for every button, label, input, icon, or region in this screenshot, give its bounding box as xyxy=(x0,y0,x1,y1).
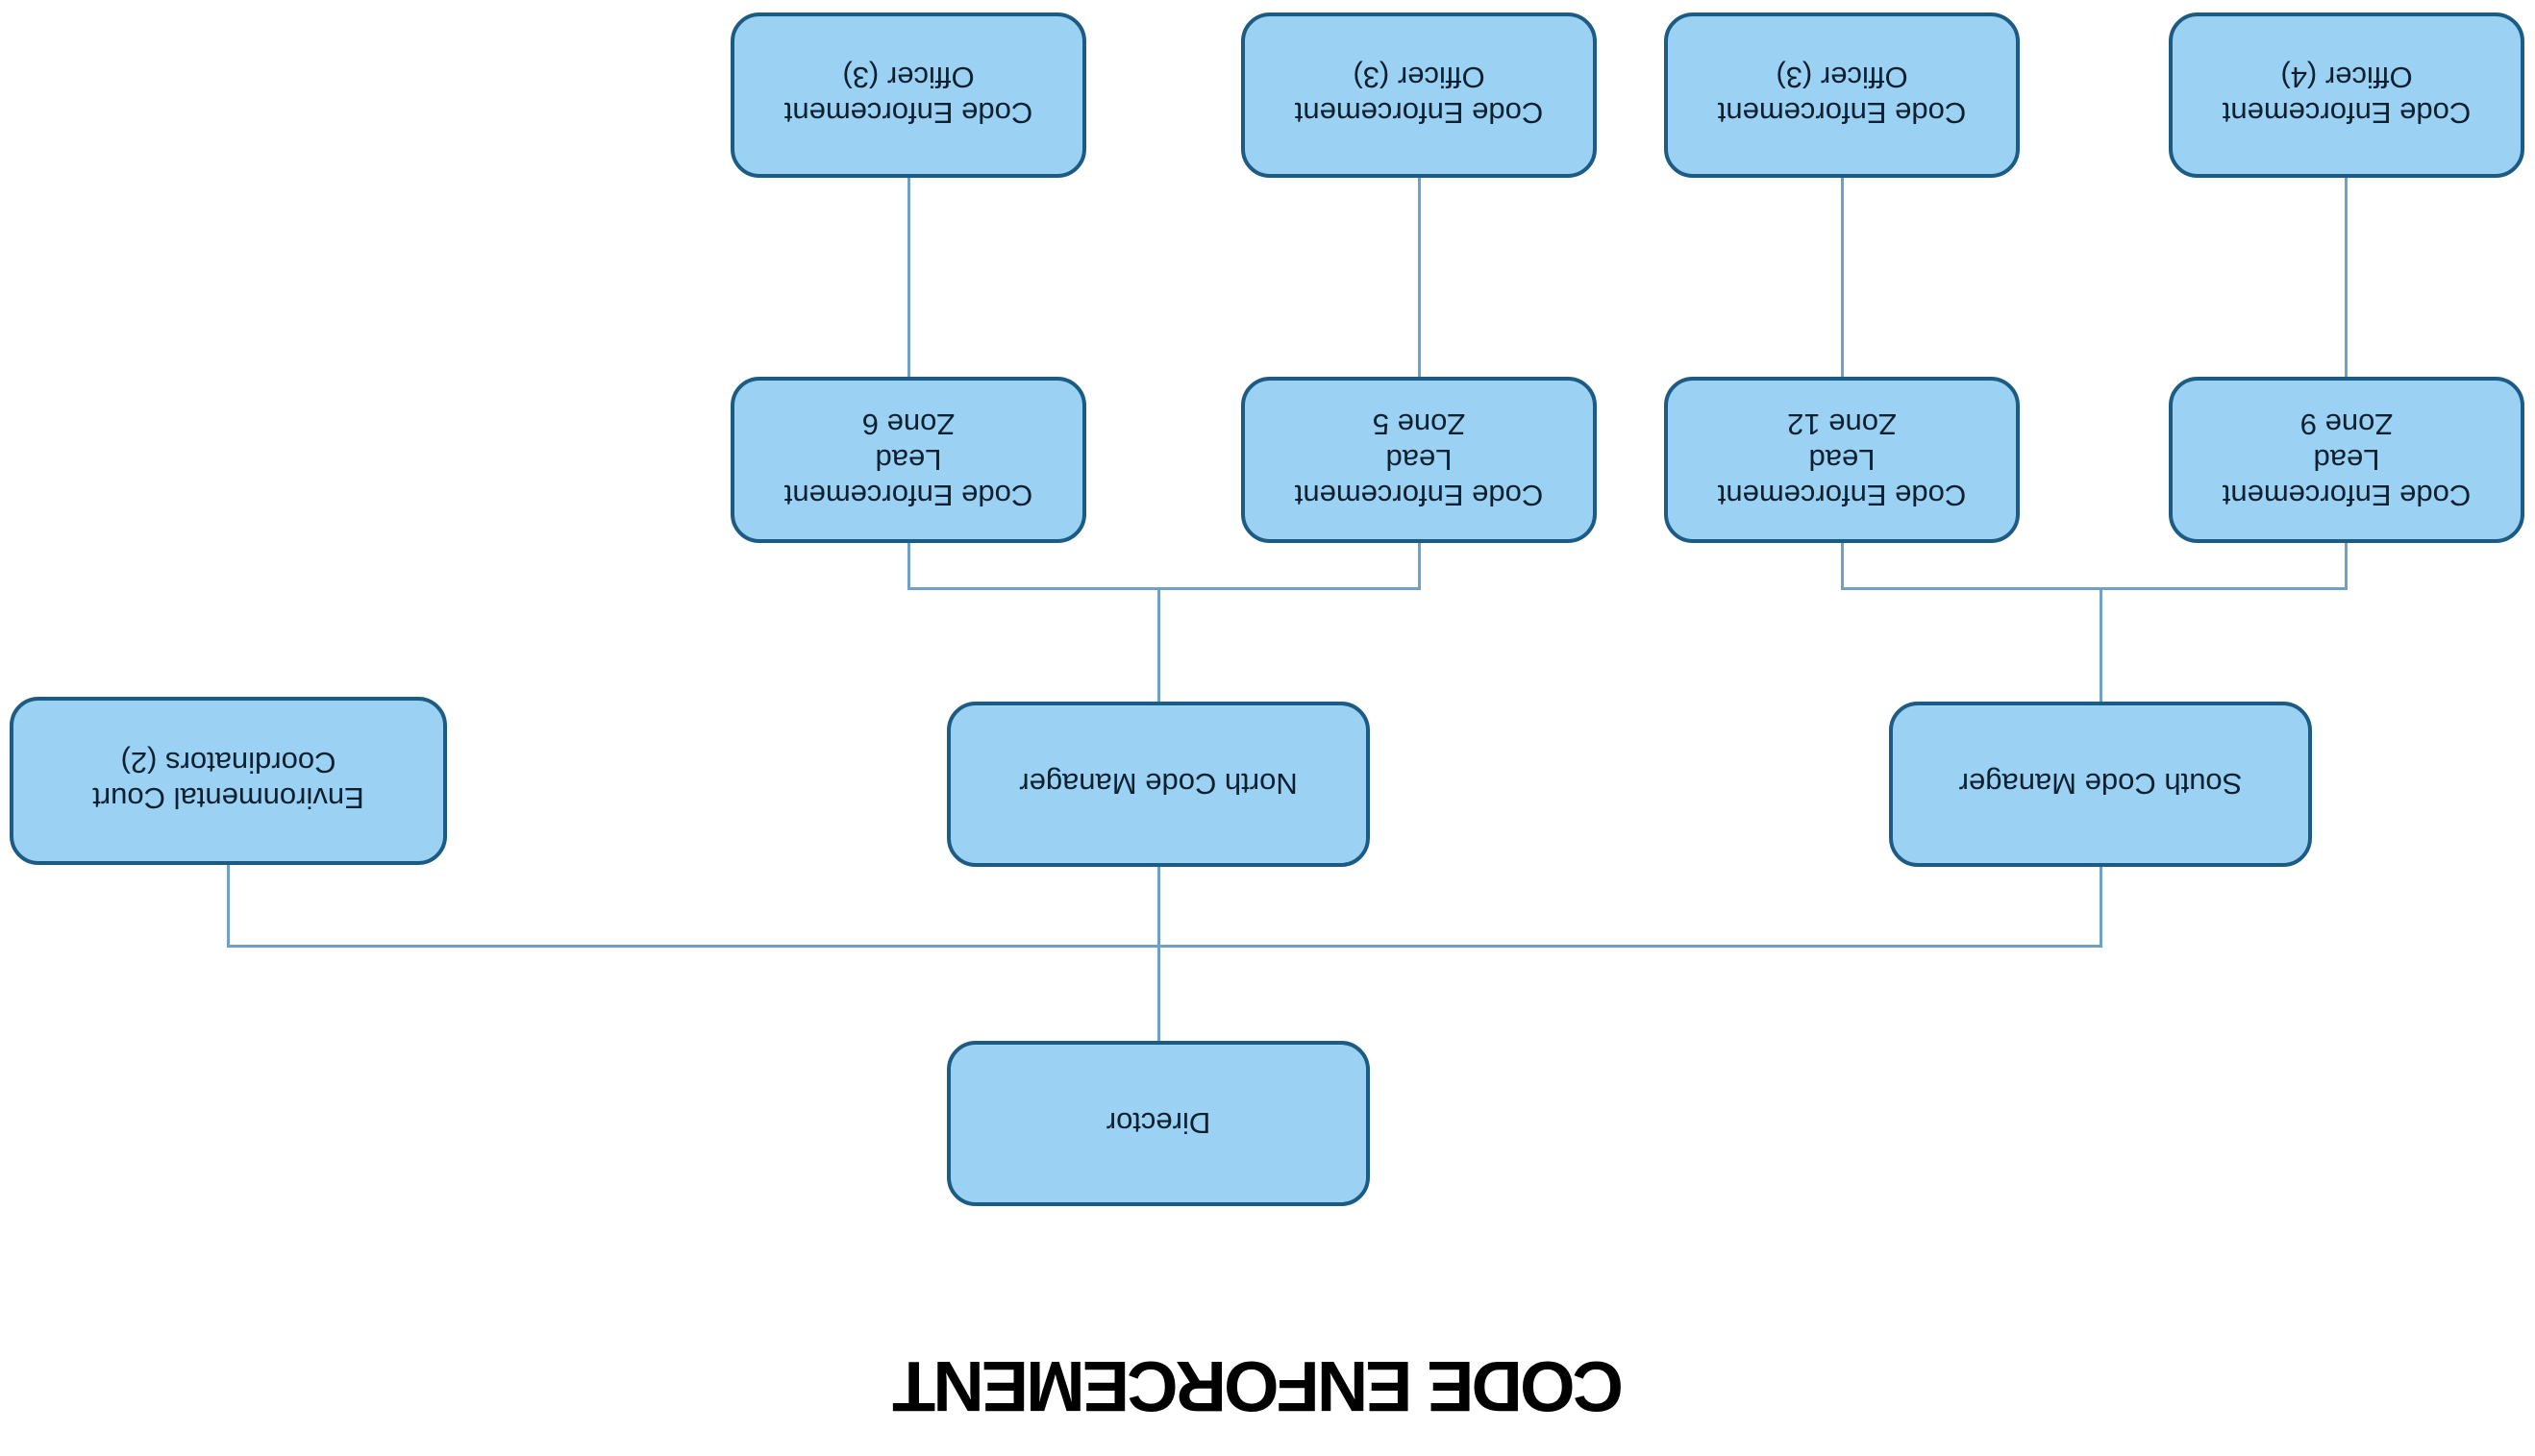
connector-zone12-officer-stub xyxy=(1841,176,1844,377)
connector-zone12-lead-stub xyxy=(1841,541,1844,590)
node-zone5-lead: Code Enforcement Lead Zone 5 xyxy=(1241,377,1597,543)
node-zone5-officers: Code Enforcement Officer (3) xyxy=(1241,12,1597,178)
node-zone12-lead: Code Enforcement Lead Zone 12 xyxy=(1664,377,2020,543)
node-zone12-officers: Code Enforcement Officer (3) xyxy=(1664,12,2020,178)
connector-south-manager-stub xyxy=(2100,865,2102,948)
connector-zone9-lead-stub xyxy=(2345,541,2348,590)
node-environmental-court-coordinators-label: Environmental Court Coordinators (2) xyxy=(92,746,364,816)
node-zone12-lead-label: Code Enforcement Lead Zone 12 xyxy=(1717,407,1967,512)
connector-zone6-lead-stub xyxy=(907,541,910,590)
connector-director-stub xyxy=(1157,945,1160,1041)
connector-zone6-officer-stub xyxy=(907,176,910,377)
connector-zone9-officer-stub xyxy=(2345,176,2348,377)
connector-env-court-stub xyxy=(227,863,230,948)
node-zone5-officers-label: Code Enforcement Officer (3) xyxy=(1294,61,1544,130)
node-south-code-manager: South Code Manager xyxy=(1889,702,2312,867)
node-zone9-officers: Code Enforcement Officer (4) xyxy=(2169,12,2524,178)
connector-north-manager-stub xyxy=(1157,865,1160,948)
connector-zone5-officer-stub xyxy=(1418,176,1421,377)
connector-north-down-stub xyxy=(1157,587,1160,702)
node-south-code-manager-label: South Code Manager xyxy=(1958,767,2243,802)
node-zone6-lead: Code Enforcement Lead Zone 6 xyxy=(731,377,1086,543)
node-zone9-lead-label: Code Enforcement Lead Zone 9 xyxy=(2222,407,2472,512)
connector-north-children-hline xyxy=(907,587,1421,590)
node-zone6-lead-label: Code Enforcement Lead Zone 6 xyxy=(783,407,1033,512)
node-north-code-manager-label: North Code Manager xyxy=(1019,767,1298,802)
node-zone9-lead: Code Enforcement Lead Zone 9 xyxy=(2169,377,2524,543)
node-zone5-lead-label: Code Enforcement Lead Zone 5 xyxy=(1294,407,1544,512)
node-zone9-officers-label: Code Enforcement Officer (4) xyxy=(2222,61,2472,130)
node-director-label: Director xyxy=(1106,1106,1211,1141)
node-north-code-manager: North Code Manager xyxy=(947,702,1370,867)
connector-south-down-stub xyxy=(2100,587,2102,702)
node-zone6-officers: Code Enforcement Officer (3) xyxy=(731,12,1086,178)
node-director: Director xyxy=(947,1041,1370,1206)
connector-level2-hline xyxy=(227,945,2101,948)
node-zone6-officers-label: Code Enforcement Officer (3) xyxy=(783,61,1033,130)
chart-title: CODE ENFORCEMENT xyxy=(895,1346,1624,1426)
connector-zone5-lead-stub xyxy=(1418,541,1421,590)
node-environmental-court-coordinators: Environmental Court Coordinators (2) xyxy=(10,697,447,865)
node-zone12-officers-label: Code Enforcement Officer (3) xyxy=(1717,61,1967,130)
connector-south-children-hline xyxy=(1841,587,2348,590)
